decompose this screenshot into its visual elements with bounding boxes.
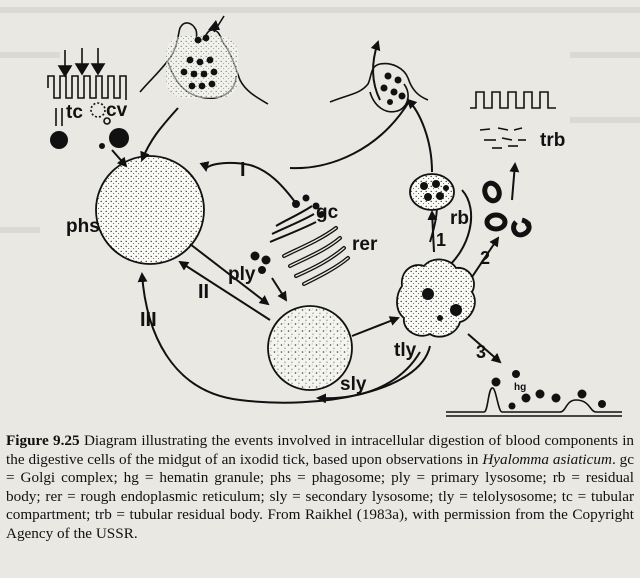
pathway-label-1: 1 — [436, 230, 446, 250]
residual-body — [409, 173, 455, 211]
phagosome — [95, 155, 205, 265]
label-tly: tly — [394, 340, 417, 361]
telolysosome-granules — [422, 288, 462, 321]
endocytosed-granules — [180, 34, 218, 90]
label-rer: rer — [352, 234, 378, 255]
pathway-label-III: III — [140, 309, 157, 331]
label-ply: ply — [228, 264, 256, 285]
pathway-2-bodies — [482, 180, 532, 238]
pathway-label-II: II — [198, 281, 209, 303]
golgi-vesicles — [292, 194, 325, 217]
hematin-granules — [491, 370, 606, 410]
label-sly: sly — [340, 374, 367, 395]
tubular-compartment-drawing — [47, 48, 127, 126]
figure-label: Figure 9.25 — [6, 432, 80, 449]
figure-caption: Figure 9.25 Diagram illustrating the eve… — [6, 432, 634, 544]
caption-text-2: . gc = Golgi complex; hg = hematin granu… — [6, 450, 635, 542]
exocytosed-granules — [380, 72, 406, 105]
secondary-lysosome — [267, 305, 353, 391]
caption-text-1: Diagram illustrating the events involved… — [6, 432, 635, 468]
arrows-to-phagosome — [111, 107, 179, 168]
tubular-membrane — [470, 91, 556, 109]
label-rb: rb — [450, 208, 469, 229]
telolysosome — [396, 258, 476, 338]
pathway-label-3: 3 — [476, 342, 486, 362]
rough-er — [282, 226, 350, 286]
background-bleedthrough — [0, 7, 640, 233]
golgi-complex — [269, 205, 317, 243]
label-cv: cv — [106, 100, 128, 121]
rough-er-inner — [283, 227, 349, 285]
residual-body-granules — [420, 180, 449, 201]
label-trb: trb — [540, 130, 565, 151]
digestion-diagram: tc cv phs — [0, 7, 640, 417]
label-hg: hg — [514, 382, 526, 393]
caption-species: Hyalomma asiaticum — [482, 450, 612, 468]
hematin-membrane — [446, 387, 622, 417]
primary-lysosomes — [250, 251, 271, 274]
label-gc: gc — [316, 202, 339, 223]
exocytosis-membrane — [329, 62, 429, 113]
pathway-label-I: I — [240, 159, 246, 181]
pathway-label-2: 2 — [480, 248, 490, 268]
label-tc: tc — [66, 102, 83, 123]
label-phs: phs — [66, 216, 100, 237]
tubular-residual-fragments — [479, 127, 526, 149]
